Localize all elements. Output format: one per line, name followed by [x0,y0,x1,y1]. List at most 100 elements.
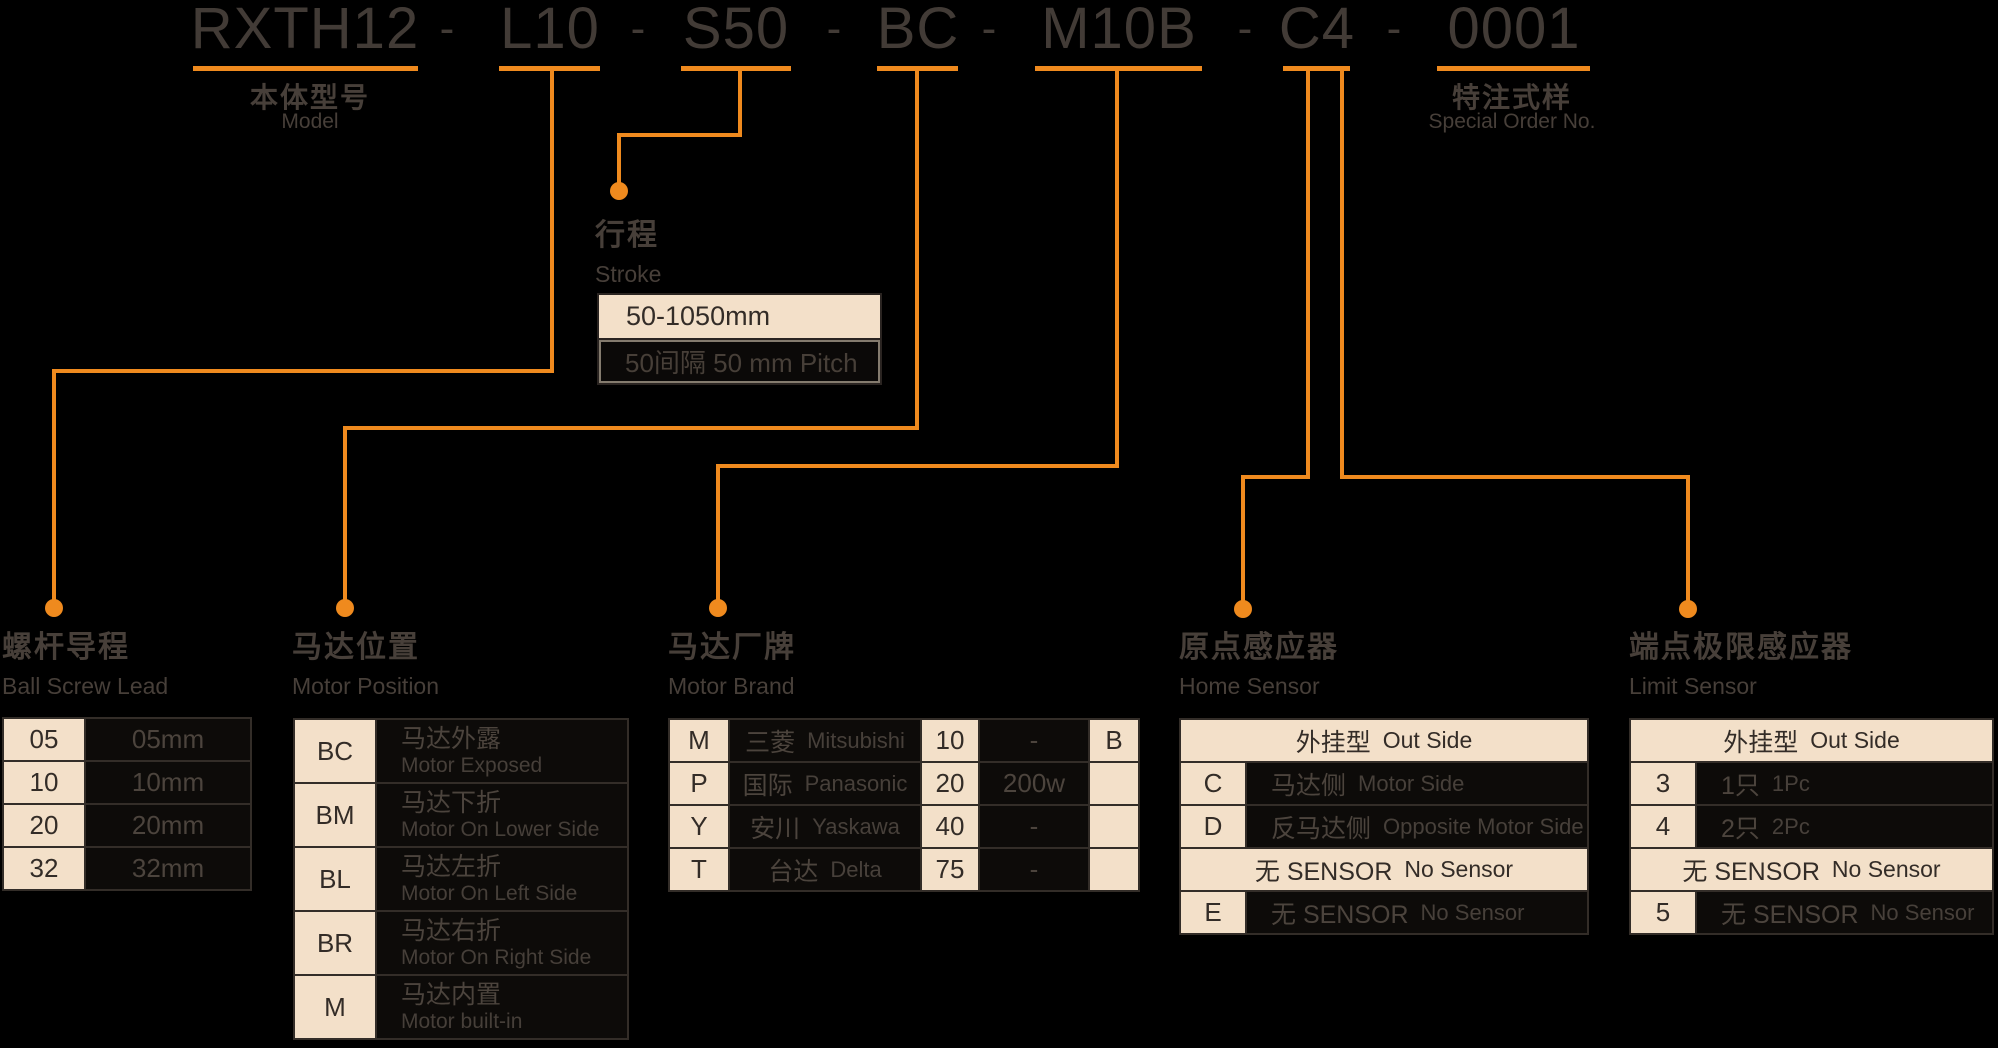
connector-limit-v2 [1686,475,1690,601]
connector-home-v2 [1241,475,1245,601]
motor-position-en: Motor On Left Side [401,881,578,905]
home-sensor-value: 马达侧 Motor Side [1247,763,1587,804]
model-segment-body: RXTH12 [190,0,420,61]
home-sensor-title-cn: 原点感应器 [1179,631,1339,664]
home-sensor-en: Opposite Motor Side [1383,813,1584,839]
motor-brand-code: M [670,720,728,761]
limit-sensor-en: 1Pc [1771,770,1810,796]
motor-watt-code: 75 [922,849,978,890]
home-sensor-cn: 马达侧 [1271,771,1347,800]
home-sensor-en: No Sensor [1420,899,1525,925]
motor-position-table: BC 马达外露 Motor Exposed BM 马达下折 Motor On L… [293,718,629,1040]
limit-sensor-no-sensor-cn: 无 SENSOR [1682,857,1820,886]
home-sensor-no-sensor-en: No Sensor [1404,856,1514,882]
motor-position-value: 马达内置 Motor built-in [377,976,627,1038]
motor-watt-value: - [980,849,1088,890]
stroke-table: 50-1050mm 50间隔 50 mm Pitch [597,293,882,385]
connector-lead-dot [45,599,63,617]
motor-position-value: 马达右折 Motor On Right Side [377,912,627,974]
separator-dash: - [1386,4,1402,53]
motor-brand-name: 三菱 Mitsubishi [730,720,920,761]
motor-position-en: Motor built-in [401,1009,523,1033]
underline-sensor [1283,66,1350,71]
connector-stroke-dot [610,182,628,200]
separator-dash: - [630,4,646,53]
stroke-range-cell: 50-1050mm [599,295,880,338]
motor-brand-en: Panasonic [804,770,908,796]
motor-brand-suffix: B [1090,720,1138,761]
motor-brand-en: Delta [830,856,882,882]
ball-screw-code: 05 [4,719,84,760]
model-label-en: Model [281,110,339,133]
model-segment-sensor: C4 [1278,0,1356,61]
motor-position-code: BM [295,784,375,846]
limit-sensor-code: 5 [1631,892,1695,933]
motor-position-code: BR [295,912,375,974]
home-sensor-table: 外挂型 Out Side C 马达侧 Motor Side D 反马达侧 Opp… [1179,718,1589,935]
motor-position-code: M [295,976,375,1038]
stroke-title-cn: 行程 [595,219,659,252]
limit-sensor-en: 2Pc [1771,813,1810,839]
home-sensor-header: 外挂型 Out Side [1181,720,1587,761]
limit-sensor-section-title: 端点极限感应器 Limit Sensor [1629,622,1853,700]
limit-sensor-title-cn: 端点极限感应器 [1629,631,1853,664]
ball-screw-section-title: 螺杆导程 Ball Screw Lead [2,622,168,700]
home-sensor-section-title: 原点感应器 Home Sensor [1179,622,1339,700]
model-segment-motor: M10B [1041,0,1197,61]
motor-position-cn: 马达右折 [401,916,502,945]
motor-position-en: Motor On Right Side [401,945,592,969]
home-sensor-no-sensor-row: 无 SENSOR No Sensor [1181,849,1587,890]
motor-position-cn: 马达内置 [401,980,502,1009]
motor-position-en: Motor Exposed [401,753,543,777]
limit-sensor-en: No Sensor [1870,899,1975,925]
limit-sensor-code: 4 [1631,806,1695,847]
motor-brand-en: Mitsubishi [807,727,905,753]
ball-screw-code: 20 [4,805,84,846]
home-sensor-title-en: Home Sensor [1179,673,1320,699]
model-segment-lead: L10 [500,0,600,61]
underline-position [877,66,958,71]
motor-brand-cn: 安川 [750,814,801,843]
connector-brand-v1 [1115,71,1119,464]
motor-brand-title-en: Motor Brand [668,673,795,699]
underline-lead [499,66,600,71]
motor-watt-code: 20 [922,763,978,804]
limit-sensor-cn: 2只 [1721,814,1760,843]
motor-position-value: 马达外露 Motor Exposed [377,720,627,782]
motor-brand-cn: 台达 [768,857,819,886]
home-sensor-code: C [1181,763,1245,804]
motor-brand-table: M 三菱 Mitsubishi 10 - B P 国际 Panasonic 20… [668,718,1140,892]
ball-screw-value: 05mm [86,719,250,760]
underline-motor [1035,66,1202,71]
home-sensor-value: 无 SENSOR No Sensor [1247,892,1587,933]
limit-sensor-no-sensor-en: No Sensor [1831,856,1941,882]
home-sensor-code: E [1181,892,1245,933]
connector-brand-dot [709,599,727,617]
motor-brand-name: 台达 Delta [730,849,920,890]
connector-home-v1 [1306,71,1310,475]
motor-brand-suffix [1090,849,1138,890]
motor-brand-code: T [670,849,728,890]
ball-screw-title-cn: 螺杆导程 [2,631,130,664]
connector-lead-v2 [52,369,56,600]
limit-sensor-title-en: Limit Sensor [1629,673,1757,699]
ball-screw-title-en: Ball Screw Lead [2,673,169,699]
limit-sensor-cn: 无 SENSOR [1721,900,1859,929]
motor-brand-section-title: 马达厂牌 Motor Brand [668,622,796,700]
limit-sensor-header: 外挂型 Out Side [1631,720,1992,761]
motor-position-code: BL [295,848,375,910]
separator-dash: - [1237,4,1253,53]
limit-sensor-cn: 1只 [1721,771,1760,800]
connector-stroke-v1 [738,71,742,133]
motor-position-title-cn: 马达位置 [292,631,420,664]
underline-order [1437,66,1590,71]
stroke-section-title: 行程 Stroke [595,210,661,288]
motor-brand-suffix [1090,806,1138,847]
ball-screw-code: 10 [4,762,84,803]
motor-brand-name: 安川 Yaskawa [730,806,920,847]
limit-sensor-code: 3 [1631,763,1695,804]
motor-position-title-en: Motor Position [292,673,440,699]
motor-position-cn: 马达下折 [401,788,502,817]
ball-screw-table: 05 05mm 10 10mm 20 20mm 32 32mm [2,717,252,891]
